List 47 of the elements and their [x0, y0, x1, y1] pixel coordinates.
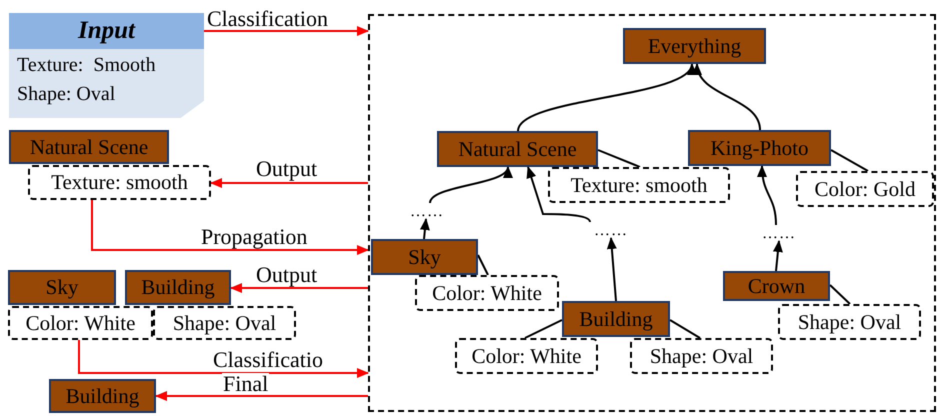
ellipsis-text: ……	[396, 203, 458, 219]
attribute-text: Texture: Smooth	[17, 53, 157, 78]
category-box: King-Photo	[688, 130, 831, 166]
attribute-box: Color: White	[8, 306, 153, 340]
ellipsis-text: ……	[748, 225, 810, 241]
dashed-frame	[368, 14, 936, 412]
category-box: Everything	[623, 28, 766, 64]
category-box: Crown	[723, 271, 830, 301]
flow-arrow	[155, 391, 368, 401]
connector-line	[829, 284, 851, 305]
edge-label: Output	[255, 158, 318, 180]
category-box: Building	[562, 301, 670, 337]
flow-arrow	[204, 26, 369, 36]
category-box: Building	[49, 379, 156, 413]
connector-line	[669, 319, 701, 339]
category-box: Natural Scene	[437, 131, 598, 167]
category-box: Sky	[8, 270, 116, 305]
edge-label: Output	[255, 264, 318, 286]
flow-arrow	[230, 283, 368, 293]
attribute-box: Texture: smooth	[548, 167, 730, 203]
attribute-box: Shape: Oval	[153, 306, 296, 340]
attribute-box: Shape: Oval	[630, 338, 773, 374]
arrow	[757, 165, 777, 226]
arrow	[526, 166, 591, 222]
flow-arrow	[91, 200, 369, 255]
attribute-box: Texture: smooth	[28, 165, 211, 200]
flow-arrow	[210, 178, 368, 188]
category-box: Building	[125, 270, 231, 305]
note-heading: Input	[9, 13, 204, 49]
edge-label: Propagation	[200, 226, 308, 248]
arrow	[606, 237, 617, 302]
arrow	[694, 63, 761, 130]
flow-arrow	[78, 340, 369, 378]
category-box: Sky	[371, 239, 478, 275]
attribute-box: Shape: Oval	[778, 304, 921, 340]
attribute-text: Shape: Oval	[17, 82, 116, 107]
attribute-box: Color: White	[455, 338, 598, 374]
connector-line	[830, 149, 868, 172]
connector-line	[598, 149, 640, 168]
connector-line	[477, 254, 489, 276]
arrow	[772, 240, 783, 272]
ellipsis-text: ……	[580, 222, 642, 238]
arrow	[517, 63, 693, 132]
arrow	[420, 218, 430, 240]
category-box: Natural Scene	[9, 130, 169, 164]
attribute-box: Color: Gold	[796, 171, 934, 207]
attribute-box: Color: White	[415, 275, 559, 311]
